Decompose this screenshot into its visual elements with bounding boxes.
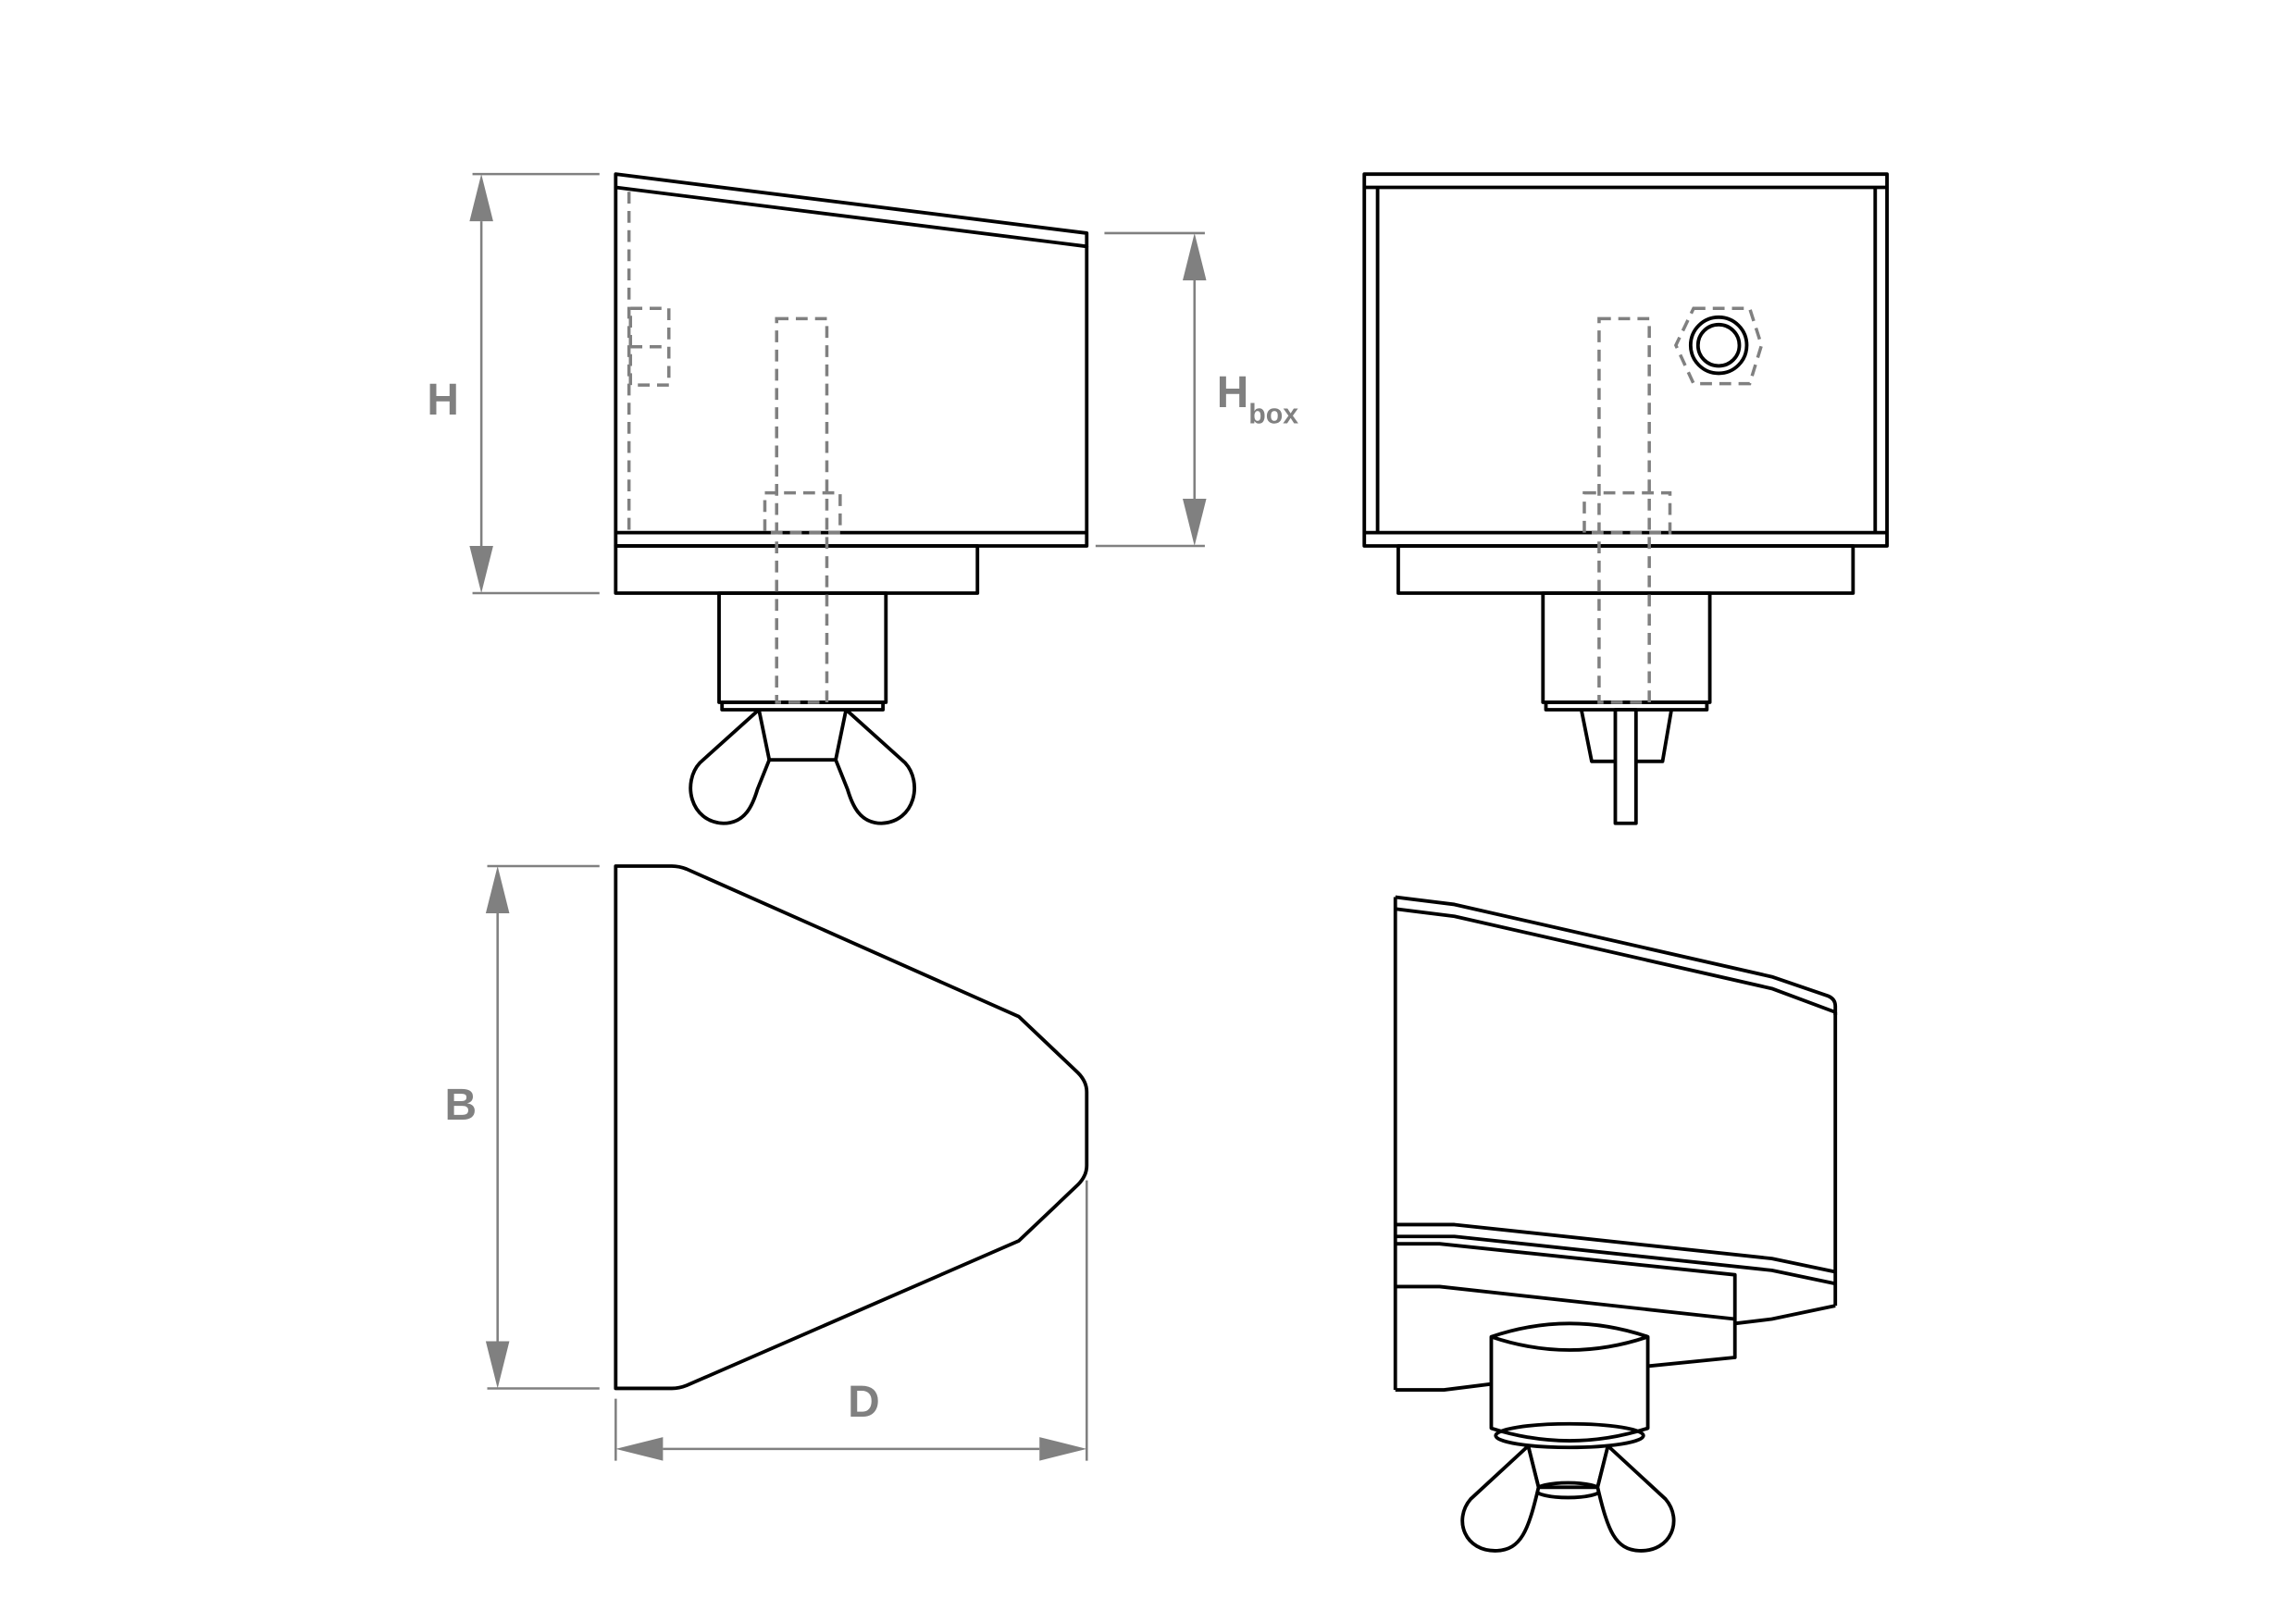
dimension-label-h: H [427, 376, 459, 425]
dimension-h: H [427, 172, 600, 595]
hbox-main: H [1217, 368, 1249, 417]
hbox-subscript: box [1248, 400, 1298, 430]
front-view [1362, 172, 1889, 825]
side-view [614, 172, 1089, 825]
dimension-label-d: D [848, 1378, 880, 1427]
dimension-b: B [445, 864, 600, 1390]
isometric-view [1393, 895, 1838, 1553]
dimension-hbox: Hbox [1095, 231, 1299, 548]
top-view [614, 864, 1089, 1391]
dimension-d: D [614, 1180, 1088, 1461]
dimension-label-hbox: Hbox [1217, 368, 1299, 430]
dimension-label-b: B [445, 1081, 478, 1130]
